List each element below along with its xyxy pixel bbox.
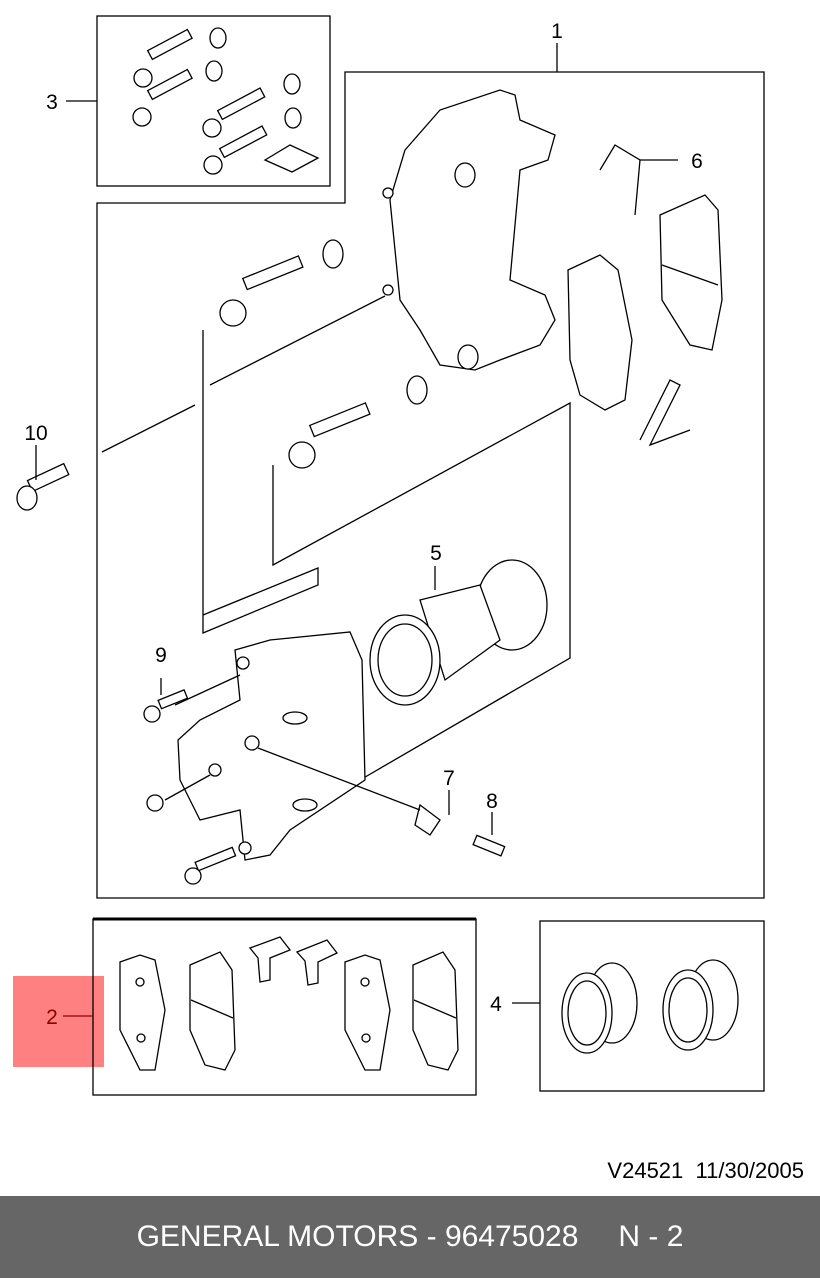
caliper-bracket <box>382 89 556 371</box>
footer-page: N - 2 <box>618 1220 684 1253</box>
drawing-reference: V24521 11/30/2005 <box>607 1158 804 1184</box>
highlight-callout-2 <box>13 976 104 1067</box>
guide-pin-kit-box <box>66 15 331 187</box>
drawing-code: V24521 <box>607 1158 684 1183</box>
piston <box>369 559 548 706</box>
caliper-assembly-box <box>96 71 765 899</box>
guide-pins <box>219 239 428 469</box>
footer-title: GENERAL MOTORS - 96475028 <box>136 1220 579 1253</box>
callout-10: 10 <box>24 422 47 445</box>
bolt-10 <box>16 462 70 511</box>
callout-2: 2 <box>46 1006 58 1029</box>
callout-4: 4 <box>490 993 502 1016</box>
callout-8: 8 <box>486 790 498 813</box>
callout-7: 7 <box>443 767 455 790</box>
brake-pad-upper <box>567 194 723 411</box>
pad-spring-clip <box>599 144 691 447</box>
drawing-date: 11/30/2005 <box>695 1158 804 1183</box>
footer-bar: GENERAL MOTORS - 96475028 N - 2 <box>0 1196 820 1278</box>
seal-kit-box <box>512 920 765 1092</box>
callout-6: 6 <box>691 150 703 173</box>
pad-set-box <box>63 917 477 1096</box>
caliper-housing <box>177 631 366 861</box>
callout-9: 9 <box>155 644 167 667</box>
callout-1: 1 <box>551 20 563 43</box>
callout-5: 5 <box>430 542 442 565</box>
caliper-bolts <box>143 689 506 885</box>
callout-3: 3 <box>46 91 58 114</box>
